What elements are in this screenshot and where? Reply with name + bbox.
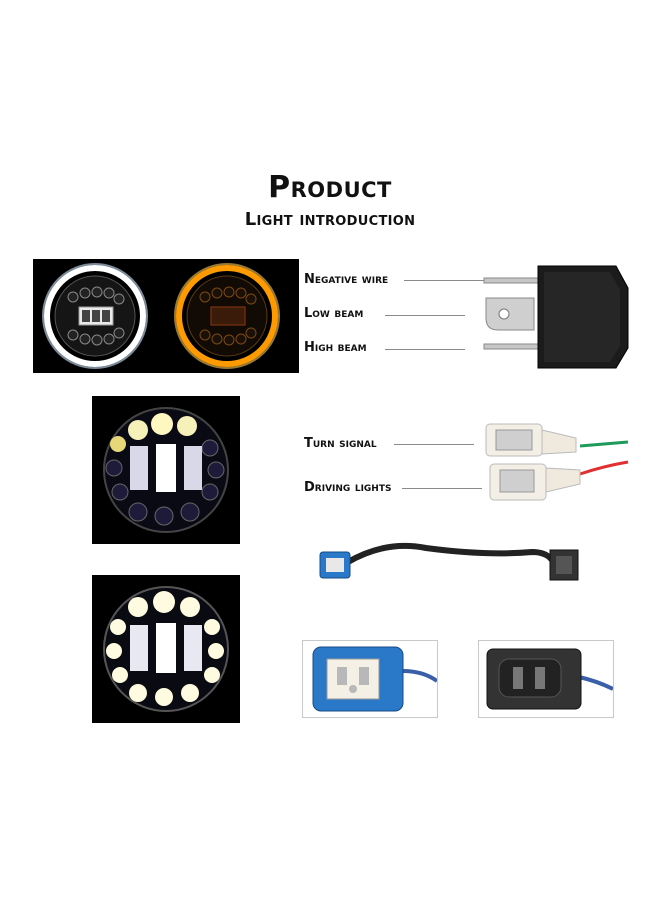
label-high-beam: High beam: [304, 340, 367, 355]
h4-plug-illustration: [478, 258, 638, 376]
label-turn-signal: Turn signal: [304, 436, 377, 451]
blue-connector-closeup: [302, 640, 438, 718]
label-low-beam: Low beam: [304, 306, 364, 321]
leader-negative-wire: [404, 280, 486, 281]
black-connector-closeup: [478, 640, 614, 718]
headlight-lit-photo-1: [92, 396, 240, 544]
adapter-harness-illustration: [316, 530, 582, 590]
leader-low-beam: [385, 315, 465, 316]
spade-terminals-illustration: [484, 416, 630, 506]
page-subtitle: Light introduction: [244, 209, 416, 230]
headlight-amber-halo-photo: [157, 259, 299, 373]
label-driving-lights: Driving lights: [304, 480, 392, 495]
headlight-white-halo-photo: [33, 259, 157, 373]
page-title: Product: [268, 170, 392, 205]
label-negative-wire: Negative wire: [304, 272, 389, 287]
leader-high-beam: [385, 349, 465, 350]
leader-turn-signal: [394, 444, 474, 445]
leader-driving-lights: [402, 488, 482, 489]
headlight-lit-photo-2: [92, 575, 240, 723]
